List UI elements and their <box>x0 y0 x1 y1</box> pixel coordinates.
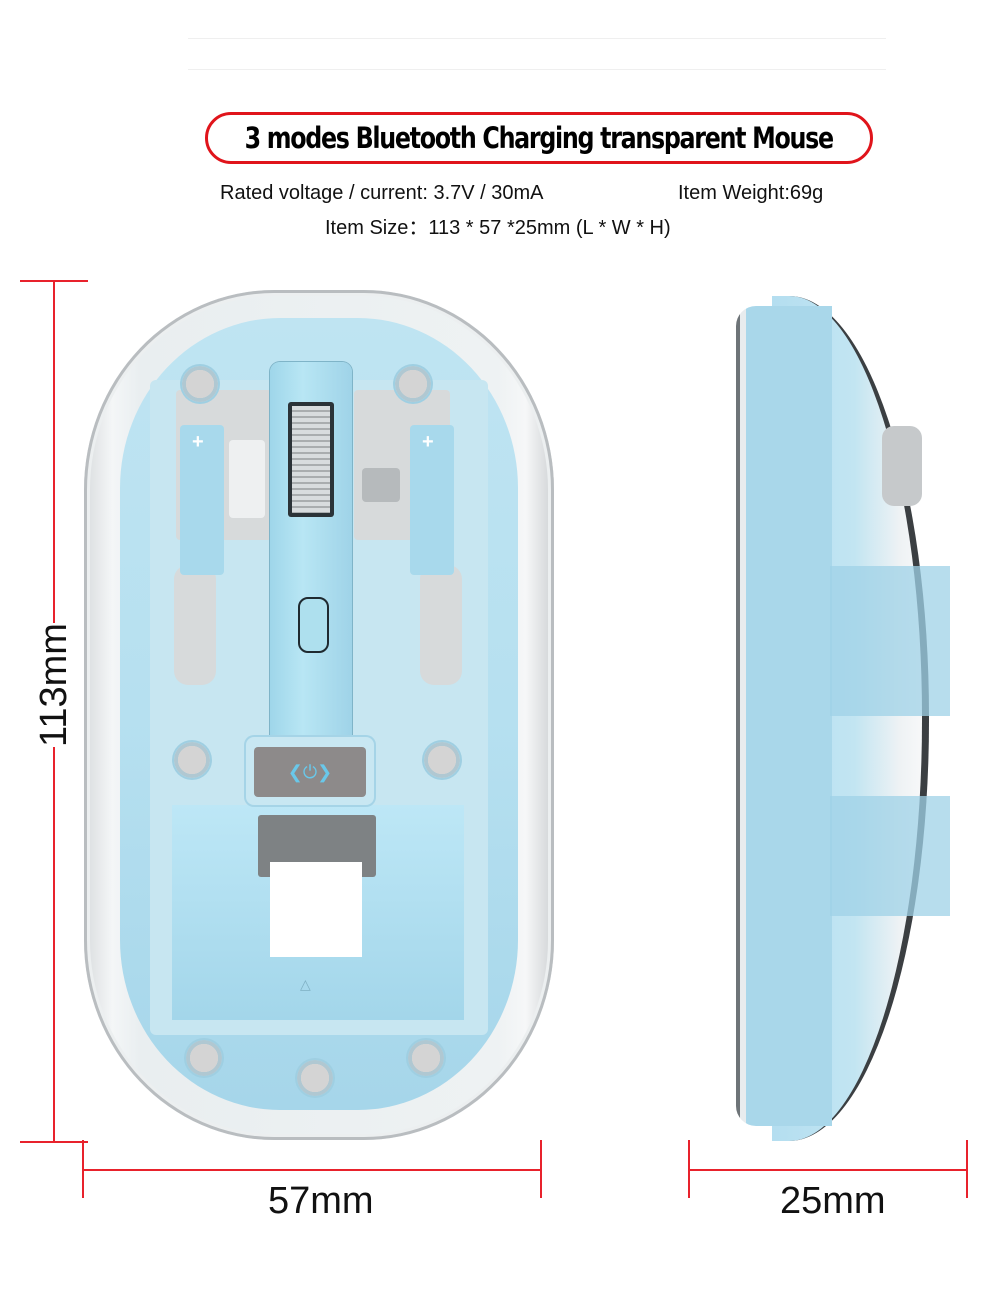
length-tick-bottom <box>20 1141 88 1143</box>
screw-mid-right <box>424 742 460 778</box>
side-scroll-wheel <box>882 426 922 506</box>
top-divider-2 <box>188 69 886 70</box>
mouse-top-view: + + △ ❮⏻❯ <box>84 290 554 1140</box>
scroll-wheel-icon <box>292 406 330 513</box>
plus-icon: + <box>192 431 204 453</box>
optical-sensor-window <box>270 862 362 957</box>
top-divider-1 <box>188 38 886 39</box>
side-base-plate <box>736 306 832 1126</box>
left-button-clip: + <box>180 425 224 575</box>
mouse-side-view <box>732 296 950 1141</box>
product-title: 3 modes Bluetooth Charging transparent M… <box>244 121 835 155</box>
plus-icon: + <box>422 431 434 453</box>
spec-voltage-current: Rated voltage / current: 3.7V / 30mA <box>220 182 544 204</box>
spec-size: Item Size：113 * 57 *25mm (L * W * H) <box>325 217 671 239</box>
side-internal-block-2 <box>830 796 950 916</box>
height-tick-right <box>966 1140 968 1198</box>
screw-mid-left <box>174 742 210 778</box>
right-button-clip: + <box>410 425 454 575</box>
width-line <box>82 1169 542 1171</box>
width-tick-right <box>540 1140 542 1198</box>
scroll-wheel-strip <box>270 362 352 752</box>
screw-top-right <box>395 366 431 402</box>
scroll-wheel-slot <box>288 402 334 517</box>
screw-bottom-left <box>186 1040 222 1076</box>
triangle-up-icon: △ <box>300 976 311 992</box>
brand-logo-plate: ❮⏻❯ <box>246 737 374 805</box>
right-sensor-chip <box>362 468 400 502</box>
spec-weight: Item Weight:69g <box>678 182 824 204</box>
mode-button-icon <box>298 597 329 653</box>
height-line <box>688 1169 968 1171</box>
width-label: 57mm <box>268 1180 374 1222</box>
screw-bottom-right <box>408 1040 444 1076</box>
battery-cell-right <box>420 565 462 685</box>
battery-cell-left <box>174 565 216 685</box>
screw-bottom-center <box>297 1060 333 1096</box>
winged-power-logo-icon: ❮⏻❯ <box>254 747 366 797</box>
height-label: 25mm <box>780 1180 886 1222</box>
length-label: 113mm <box>33 623 75 747</box>
screw-top-left <box>182 366 218 402</box>
side-internal-block-1 <box>830 566 950 716</box>
title-banner: 3 modes Bluetooth Charging transparent M… <box>205 112 873 164</box>
left-switch <box>229 440 265 518</box>
